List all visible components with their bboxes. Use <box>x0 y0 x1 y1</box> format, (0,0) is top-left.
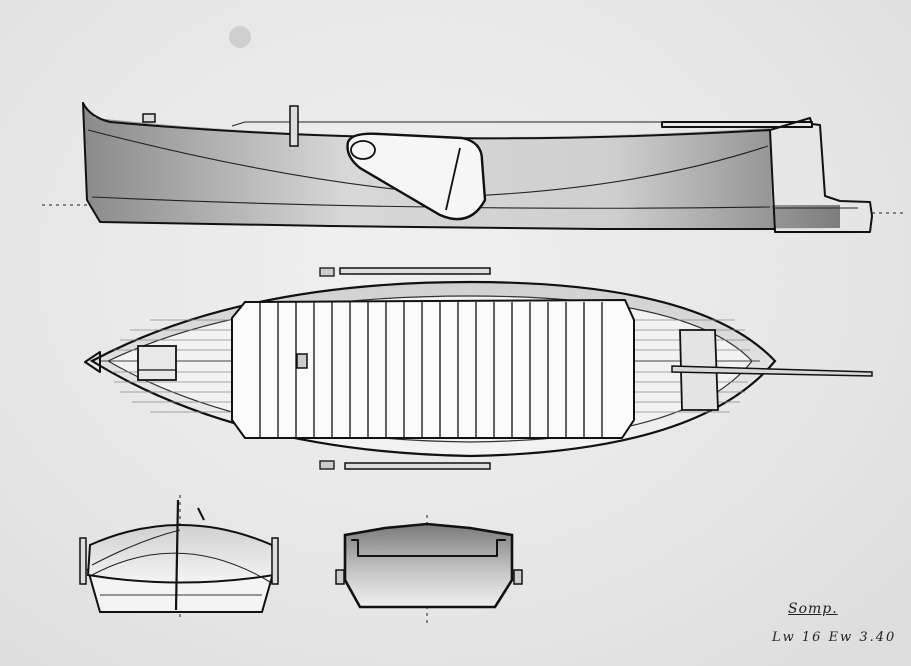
deck-plan-view <box>84 267 873 470</box>
hull-bottom-line <box>82 102 776 230</box>
bow-section-view <box>79 495 279 620</box>
fore-hatch <box>137 345 177 381</box>
drawing-title: Somp. <box>788 601 838 617</box>
leeboard-pivot <box>350 140 376 160</box>
sheer-line <box>82 102 771 140</box>
midship-section-view <box>335 515 523 625</box>
midship-section-outline <box>343 522 514 609</box>
cargo-hatch <box>231 298 635 439</box>
side-elevation-view <box>42 102 905 233</box>
mast-stub <box>289 105 299 147</box>
paper-smudge <box>229 26 251 48</box>
leeboard-plank-line <box>445 147 461 211</box>
stem-head <box>84 351 101 373</box>
leeboard-plan-top <box>339 267 491 275</box>
tiller-plan <box>671 365 873 377</box>
leeboard-plan-bottom <box>344 462 491 470</box>
tiller-bar <box>661 121 813 128</box>
cabin-top <box>231 121 700 127</box>
leeboard <box>346 132 487 221</box>
mast-step <box>296 353 308 369</box>
drawing-dimensions: Lw 16 Ew 3.40 <box>772 630 897 645</box>
hatch-boards <box>259 302 603 438</box>
bow-cleat <box>142 113 156 123</box>
